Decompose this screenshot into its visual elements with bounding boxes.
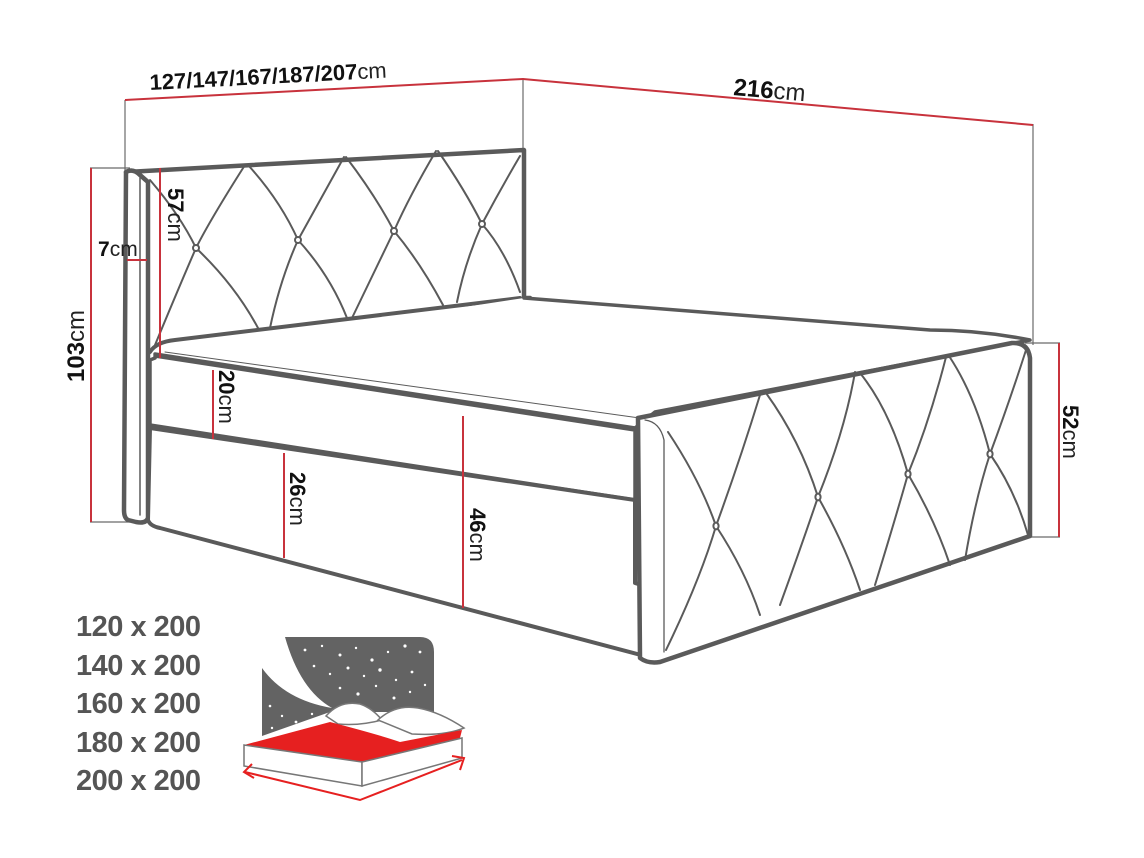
dimension-lines [90,78,1060,608]
footboard-buttons [712,449,994,531]
extension-lines [90,78,1060,538]
footboard [635,340,1033,665]
mattress-size-list: 120 x 200 140 x 200 160 x 200 180 x 200 … [76,608,236,801]
length-label: 216cm [732,74,806,107]
total-height-label: 103cm [63,310,90,382]
headboard-thickness-label: 7cm [98,238,138,261]
width-dimension-line [124,78,524,101]
size-option: 160 x 200 [76,688,201,720]
width-label: 127/147/167/187/207cm [149,58,387,95]
footboard-height-label: 52cm [1058,405,1083,459]
length-dimension-line [522,78,1034,126]
size-option: 180 x 200 [76,726,201,759]
size-option: 200 x 200 [76,765,201,797]
headboard-buttons [192,220,486,252]
sleeping-height-label: 46cm [465,508,490,562]
base-height-label: 26cm [285,472,310,526]
mattress-height-label: 20cm [214,370,239,424]
size-option: 120 x 200 [76,611,201,643]
bed-with-night-sky-icon [242,637,466,802]
bed-drawing [121,147,1033,665]
dimension-labels: 127/147/167/187/207cm 216cm 103cm 7cm 57… [63,58,1083,562]
size-option: 140 x 200 [76,649,201,682]
headboard-height-label: 57cm [163,188,188,242]
headboard-side-post [121,168,151,525]
